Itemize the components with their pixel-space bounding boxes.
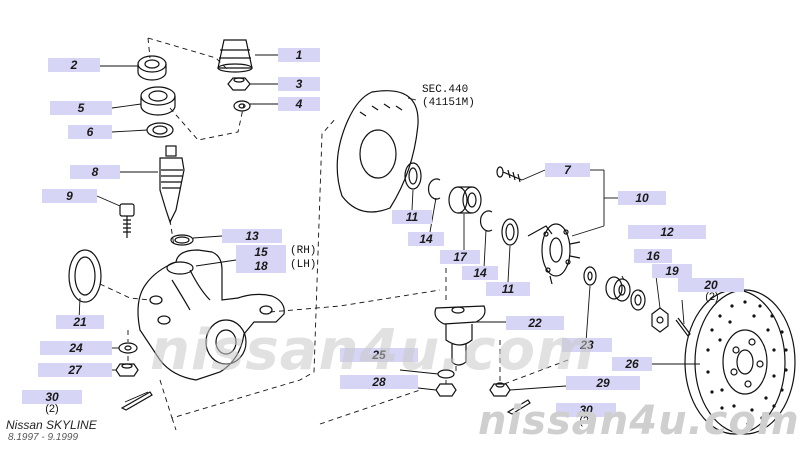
callout-1[interactable]: 1 <box>278 48 320 62</box>
callout-11[interactable]: 11 <box>486 282 530 296</box>
cotter-pin-part <box>120 391 153 411</box>
rh-label: (RH) <box>290 245 317 257</box>
callout-4[interactable]: 4 <box>278 97 320 111</box>
callout-16[interactable]: 16 <box>634 249 672 263</box>
king-pin-part <box>159 145 185 224</box>
quantity-note: (2) <box>705 291 719 303</box>
model-name: Nissan SKYLINE <box>6 418 97 432</box>
callout-18[interactable]: 18 <box>236 259 286 273</box>
callout-11[interactable]: 11 <box>392 210 432 224</box>
callout-10[interactable]: 10 <box>618 191 666 205</box>
watermark: nissan4u.com <box>478 398 800 444</box>
bolt-part <box>119 203 135 238</box>
callout-17[interactable]: 17 <box>440 250 480 264</box>
nut-part <box>435 383 457 397</box>
callout-29[interactable]: 29 <box>566 376 640 390</box>
lh-label: (LH) <box>290 259 317 271</box>
steering-knuckle-part <box>137 249 285 381</box>
snap-ring-part <box>427 178 441 200</box>
dust-shield-part <box>336 90 419 213</box>
quantity-note: (2) <box>45 403 59 415</box>
dust-cap-part <box>217 39 253 73</box>
bearing-part <box>140 86 176 116</box>
washer-part <box>630 289 646 311</box>
assembly-dashed-lines <box>99 37 569 431</box>
callout-6[interactable]: 6 <box>68 125 112 139</box>
watermark: nissan4u.com <box>150 318 596 383</box>
callout-23[interactable]: 23 <box>562 338 612 352</box>
callout-8[interactable]: 8 <box>70 165 120 179</box>
nut-part <box>651 307 669 333</box>
seal-part <box>404 162 422 190</box>
nut-part <box>489 382 511 397</box>
callout-19[interactable]: 19 <box>652 264 692 278</box>
washer-part <box>118 342 138 354</box>
seal-part <box>68 249 102 303</box>
hub-bolt-part <box>496 166 523 183</box>
cotter-pin-part <box>506 399 531 415</box>
section-reference-part: (41151M) <box>422 97 475 109</box>
wheel-hub-part <box>527 223 581 285</box>
nut-part <box>227 77 251 91</box>
callout-3[interactable]: 3 <box>278 77 320 91</box>
bearing-part <box>137 55 167 81</box>
cotter-pin-part <box>675 317 691 337</box>
callout-20[interactable]: 20 <box>678 278 744 292</box>
section-reference-number: SEC.440 <box>422 84 469 96</box>
callout-7[interactable]: 7 <box>545 163 590 177</box>
callout-14[interactable]: 14 <box>408 232 444 246</box>
nut-part <box>115 363 139 377</box>
seal-part <box>501 218 519 246</box>
callout-15[interactable]: 15 <box>236 245 286 259</box>
rotor-drill-holes <box>706 300 788 426</box>
washer-part <box>233 100 251 112</box>
washer-part <box>583 266 597 286</box>
seal-part <box>146 122 174 138</box>
callout-21[interactable]: 21 <box>56 315 104 329</box>
callout-28[interactable]: 28 <box>340 375 418 389</box>
section-reference: SEC.440 (41151M) <box>422 84 475 110</box>
bearing-part <box>605 276 631 302</box>
bearing-part <box>448 186 482 214</box>
callout-22[interactable]: 22 <box>506 316 564 330</box>
callout-13[interactable]: 13 <box>222 229 282 243</box>
callout-12[interactable]: 12 <box>628 225 706 239</box>
callout-30[interactable]: 30 <box>556 403 616 417</box>
callout-24[interactable]: 24 <box>40 341 112 355</box>
callout-9[interactable]: 9 <box>42 189 97 203</box>
quantity-note: (2) <box>579 415 593 427</box>
production-dates: 8.1997 - 9.1999 <box>8 432 79 443</box>
callout-5[interactable]: 5 <box>50 101 112 115</box>
o-ring-part <box>170 234 194 246</box>
callout-30[interactable]: 30 <box>22 390 82 404</box>
snap-ring-part <box>479 210 493 232</box>
callout-2[interactable]: 2 <box>48 58 100 72</box>
callout-25[interactable]: 25 <box>340 348 418 362</box>
callout-27[interactable]: 27 <box>38 363 112 377</box>
callout-26[interactable]: 26 <box>612 357 652 371</box>
callout-14[interactable]: 14 <box>462 266 498 280</box>
